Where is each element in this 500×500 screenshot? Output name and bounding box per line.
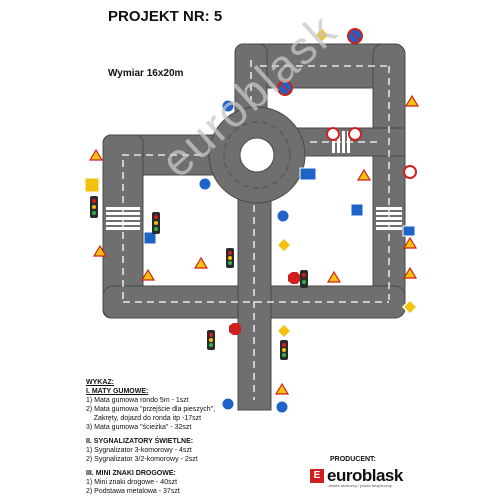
warning-sign-icon: [88, 148, 104, 161]
traffic-light-icon: [207, 330, 215, 350]
producer-tagline: Jesteś widoczny i jesteś bezpieczny: [328, 483, 392, 488]
legend-item: 3) Mata gumowa "ścieżka" - 32szt: [86, 424, 192, 431]
legend-item: 1) Mini znaki drogowe - 40szt: [86, 479, 178, 486]
traffic-signals: [90, 196, 308, 360]
legend-section-title: I. MATY GUMOWE:: [86, 388, 149, 395]
logo-mark-icon: E: [310, 469, 324, 483]
producer-label: PRODUCENT:: [330, 456, 376, 463]
legend-item: 1) Sygnalizator 3-komorowy - 4szt: [86, 447, 192, 454]
warning-sign-icon: [140, 268, 156, 281]
warning-signs: [88, 94, 420, 395]
priority-road-icon: [313, 26, 331, 44]
warning-sign-icon: [356, 168, 372, 181]
traffic-light-icon: [226, 248, 234, 268]
traffic-light-icon: [90, 196, 98, 218]
stop-sign-icon: [229, 323, 241, 335]
warning-sign-icon: [402, 236, 418, 249]
legend-item: 2) Podstawa metalowa - 37szt: [86, 488, 180, 495]
producer-logo: E euroblask: [310, 466, 403, 486]
one-way-sign-icon: [299, 167, 317, 181]
traffic-light-icon: [280, 340, 288, 360]
no-turn-icon: [403, 165, 417, 179]
dimensions-label: Wymiar 16x20m: [108, 68, 184, 79]
crosswalk-sign-icon: [350, 203, 364, 217]
roundabout-sign-icon: [221, 99, 235, 113]
roundabout-sign-icon: [198, 177, 212, 191]
priority-road-icon: [275, 322, 293, 340]
warning-sign-icon: [274, 382, 290, 395]
info-signs: [84, 99, 416, 414]
legend-item: 2) Mata gumowa "przejście dla pieszych",: [86, 406, 216, 413]
bike-path-sign-icon: [221, 397, 235, 411]
zebra-right: [376, 207, 402, 230]
lane-markings: [122, 60, 390, 400]
info-sign-icon: [84, 177, 100, 193]
warning-sign-icon: [404, 94, 420, 107]
priority-road-signs: [275, 26, 419, 340]
legend: WYKAZ: I. MATY GUMOWE: 1) Mata gumowa ro…: [86, 378, 296, 496]
no-entry-icon: [348, 127, 362, 141]
crosswalk-sign-icon: [143, 231, 157, 245]
priority-road-icon: [275, 236, 293, 254]
warning-sign-icon: [193, 256, 209, 269]
legend-section-title: III. MINI ZNAKI DROGOWE:: [86, 470, 176, 477]
prohibition-signs: [229, 28, 417, 335]
bike-path-sign-icon: [275, 400, 289, 414]
traffic-light-icon: [152, 212, 160, 234]
warning-sign-icon: [326, 270, 342, 283]
pedestrian-crossings: [106, 131, 402, 230]
crosswalk-sign-icon: [402, 225, 416, 237]
traffic-light-icon: [300, 270, 308, 288]
zebra-right-link: [332, 131, 350, 153]
producer-name: euroblask: [327, 466, 403, 485]
legend-item: Zakręty, dojazd do ronda itp -17szt: [86, 415, 202, 422]
stop-sign-icon: [288, 272, 300, 284]
roundabout-sign-icon: [276, 209, 290, 223]
legend-heading: WYKAZ:: [86, 379, 114, 386]
legend-item: 1) Mata gumowa rondo 5m - 1szt: [86, 397, 189, 404]
legend-section-title: II. SYGNALIZATORY ŚWIETLNE:: [86, 438, 194, 445]
legend-item: 2) Sygnalizator 3/2-komorowy - 2szt: [86, 456, 198, 463]
zebra-left: [106, 207, 140, 230]
warning-sign-icon: [402, 266, 418, 279]
warning-sign-icon: [92, 244, 108, 257]
page-title: PROJEKT NR: 5: [108, 8, 223, 25]
no-entry-icon: [326, 127, 340, 141]
roundabout: [208, 106, 306, 204]
priority-road-icon: [401, 298, 419, 316]
